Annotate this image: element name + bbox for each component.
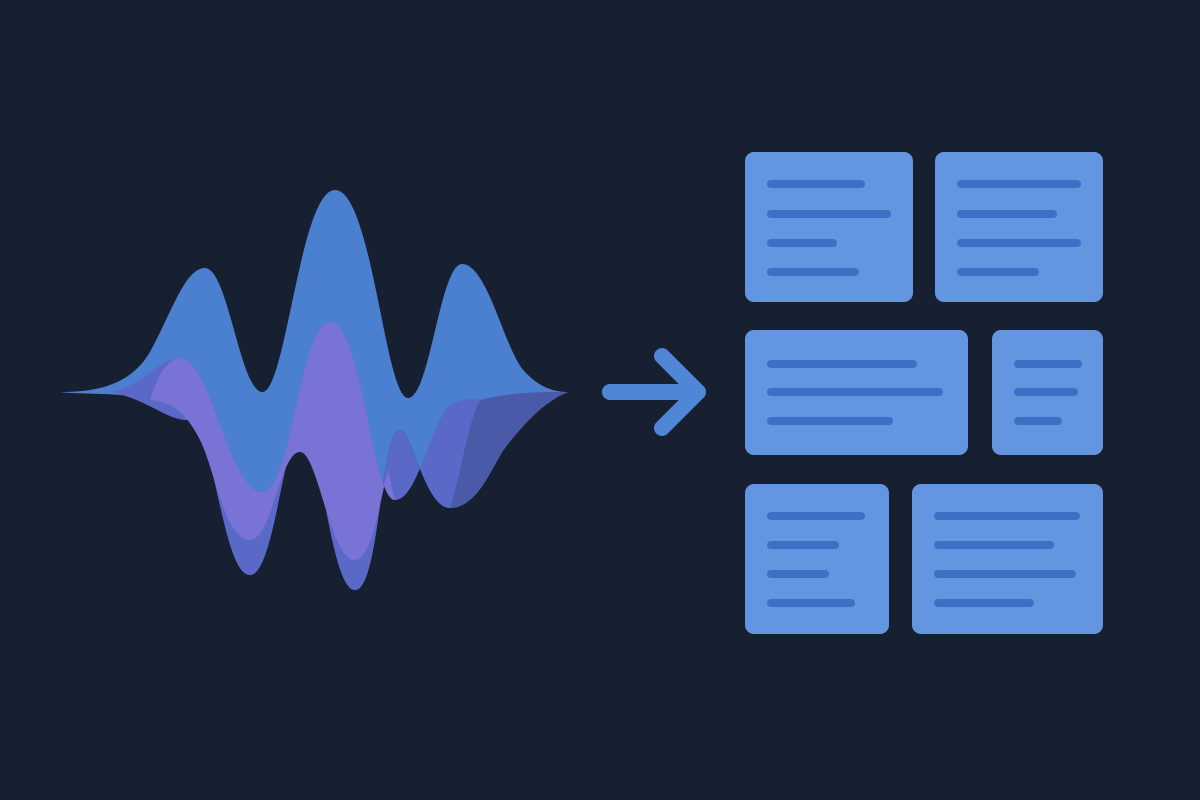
text-block-6 — [912, 484, 1103, 634]
text-blocks-grid-icon — [745, 152, 1103, 634]
arrow-head — [654, 348, 706, 436]
text-block-4 — [992, 330, 1103, 455]
wave-layer-shadow — [450, 392, 568, 508]
text-block-1 — [745, 152, 913, 302]
sound-wave-icon — [60, 190, 568, 590]
arrow-right-icon — [602, 348, 706, 436]
text-block-5 — [745, 484, 889, 634]
text-block-2 — [935, 152, 1103, 302]
wave-layer-front — [150, 322, 395, 560]
text-block-3 — [745, 330, 968, 455]
